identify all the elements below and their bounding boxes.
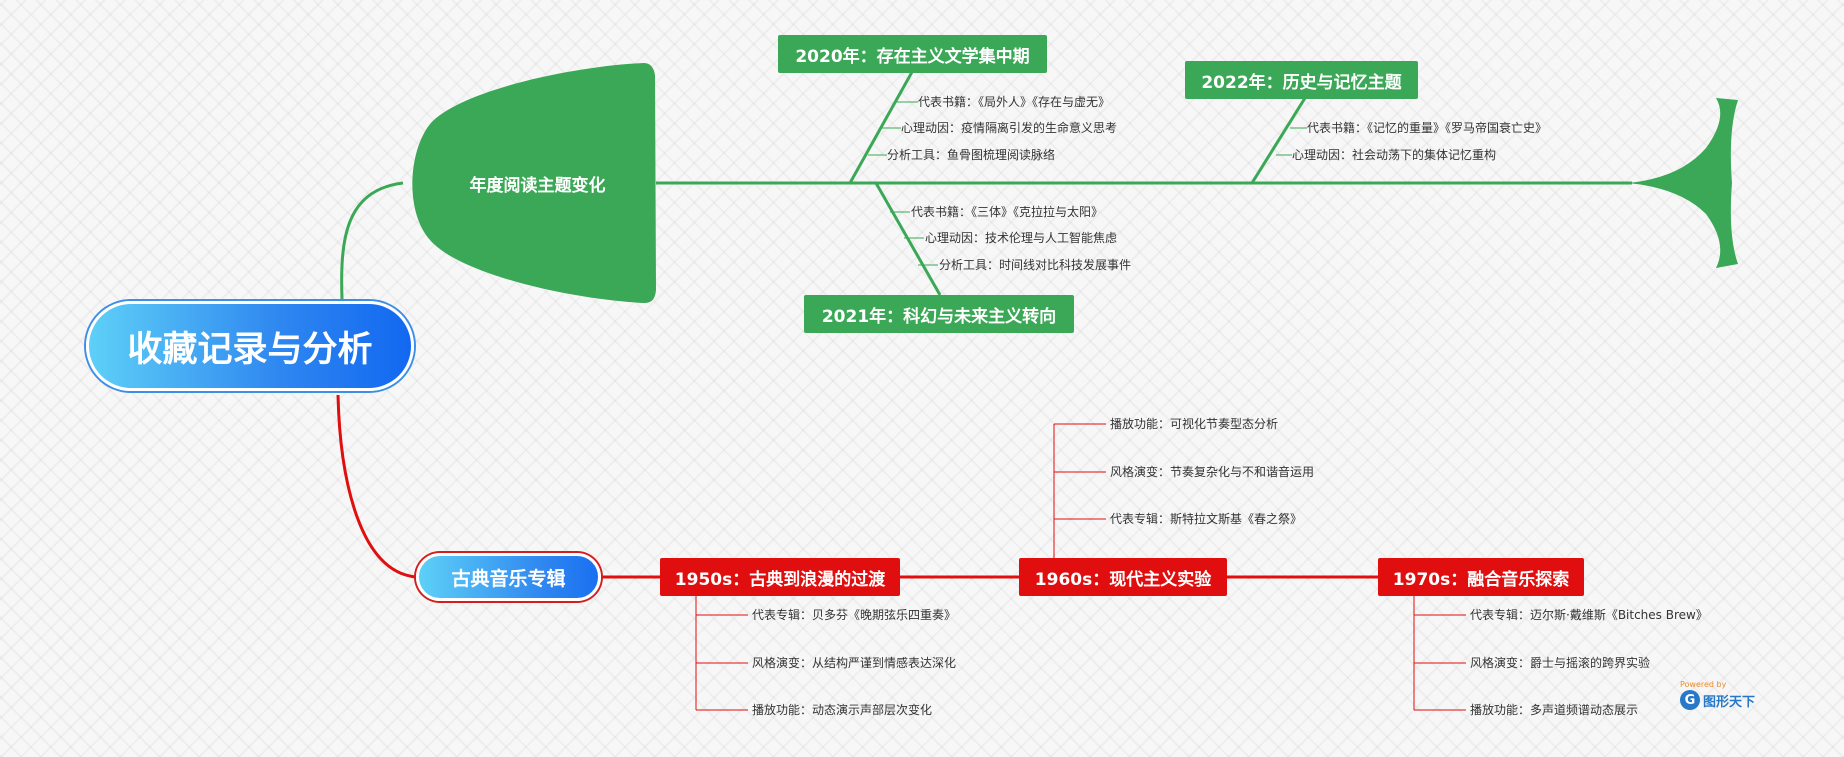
leaf-1960s-style: 风格演变：节奏复杂化与不和谐音运用 [1110, 465, 1315, 479]
fish-head-shape [412, 63, 656, 303]
leaf-1970s-style: 风格演变：爵士与摇滚的跨界实验 [1470, 656, 1651, 670]
leaf-1950s-album: 代表专辑：贝多芬《晚期弦乐四重奏》 [752, 608, 957, 622]
root-music-connector [336, 394, 417, 579]
leaf-1950s-style: 风格演变：从结构严谨到情感表达深化 [752, 656, 957, 670]
brand-name: 图形天下 [1703, 694, 1756, 710]
music-topic-node[interactable]: 古典音乐专辑 [416, 553, 601, 601]
powered-by-text: Powered by [1680, 680, 1727, 689]
leaf-2022-motive: 心理动因：社会动荡下的集体记忆重构 [1292, 148, 1497, 162]
root-node[interactable]: 收藏记录与分析 [86, 301, 414, 391]
leaf-2021-books: 代表书籍：《三体》《克拉拉与太阳》 [911, 205, 1104, 219]
leaf-2021-tool: 分析工具：时间线对比科技发展事件 [939, 258, 1132, 272]
leaf-1960s-playback: 播放功能：可视化节奏型态分析 [1110, 417, 1279, 431]
leaf-2021-motive: 心理动因：技术伦理与人工智能焦虑 [925, 231, 1118, 245]
leaf-2020-tool: 分析工具：鱼骨图梳理阅读脉络 [887, 148, 1056, 162]
leaf-1970s-playback: 播放功能：多声道频谱动态展示 [1470, 703, 1639, 717]
fish-tail-shape [1628, 98, 1738, 268]
node-1960s[interactable]: 1960s：现代主义实验 [1019, 558, 1227, 596]
leaf-1960s-album: 代表专辑：斯特拉文斯基《春之祭》 [1110, 512, 1303, 526]
bone-2021 [874, 182, 942, 296]
node-2021[interactable]: 2021年：科幻与未来主义转向 [804, 295, 1074, 333]
reading-topic-label[interactable]: 年度阅读主题变化 [469, 176, 606, 196]
bone-2020 [848, 71, 914, 184]
powered-by-watermark: Powered by G 图形天下 [1680, 680, 1755, 710]
leaf-lines-1950s [695, 596, 748, 711]
brand-logo: G 图形天下 [1680, 690, 1755, 710]
leaf-2022-books: 代表书籍：《记忆的重量》《罗马帝国衰亡史》 [1307, 121, 1548, 135]
leaf-2020-books: 代表书籍：《局外人》《存在与虚无》 [918, 95, 1111, 109]
bone-2022 [1250, 97, 1307, 184]
brand-icon: G [1680, 690, 1700, 710]
node-2020[interactable]: 2020年：存在主义文学集中期 [778, 35, 1047, 73]
root-reading-connector [340, 181, 404, 300]
node-2022[interactable]: 2022年：历史与记忆主题 [1185, 61, 1418, 99]
leaf-1950s-playback: 播放功能：动态演示声部层次变化 [752, 703, 933, 717]
leaf-2020-motive: 心理动因：疫情隔离引发的生命意义思考 [901, 121, 1118, 135]
leaf-lines-1960s [1053, 423, 1106, 558]
leaf-lines-1970s [1413, 596, 1466, 711]
leaf-1970s-album: 代表专辑：迈尔斯·戴维斯《Bitches Brew》 [1470, 608, 1708, 622]
node-1950s[interactable]: 1950s：古典到浪漫的过渡 [660, 558, 900, 596]
node-1970s[interactable]: 1970s：融合音乐探索 [1378, 558, 1584, 596]
